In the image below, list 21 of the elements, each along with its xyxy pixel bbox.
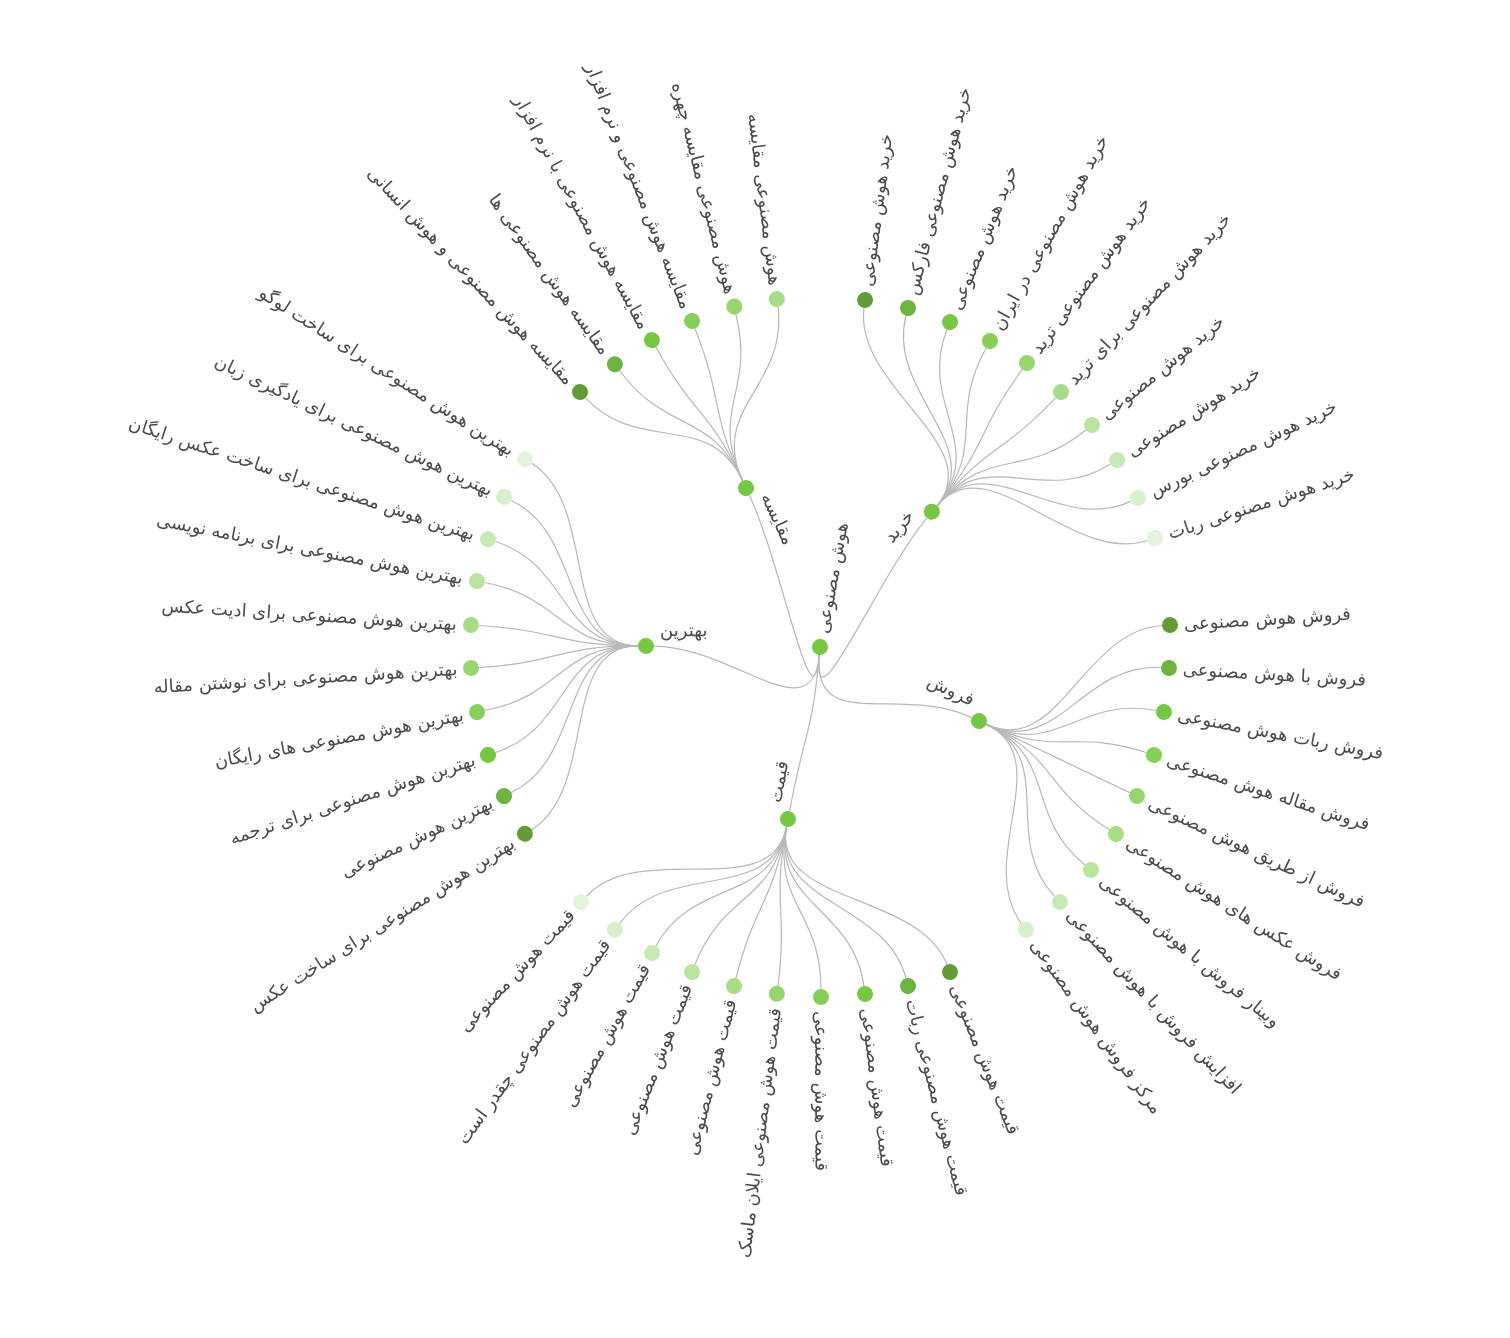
keyword-label: قیمت هوش مصنوعی [855,1006,900,1169]
tree-link [818,517,928,678]
keyword-label: خرید هوش مصنوعی [854,132,898,288]
keyword-label: مقایسه [756,488,801,549]
keyword-label: بهترین [660,618,708,643]
keyword-label: بهترین هوش مصنوعی برای ادیت عکس [161,593,458,637]
keyword-label: هوش مصنوعی مقایسه [743,112,788,287]
tree-link [653,645,820,689]
keyword-label: فروش [923,668,979,712]
tree-link [748,494,820,677]
keyword-label: خرید [878,504,920,548]
keyword-label: فروش با هوش مصنوعی [1182,656,1367,692]
tree-link [531,462,639,647]
tree-link [478,624,639,647]
keyword-label: قیمت [763,758,794,805]
keyword-label: فروش هوش مصنوعی [1183,601,1352,637]
tree-link [985,723,1022,925]
keyword-label: بهترین هوش مصنوعی برای نوشتن مقاله [152,656,458,700]
tree-link [510,499,639,647]
keyword-label: قیمت هوش مصنوعی [809,1010,834,1172]
keyword-label: هوش مصنوعی [810,520,853,636]
